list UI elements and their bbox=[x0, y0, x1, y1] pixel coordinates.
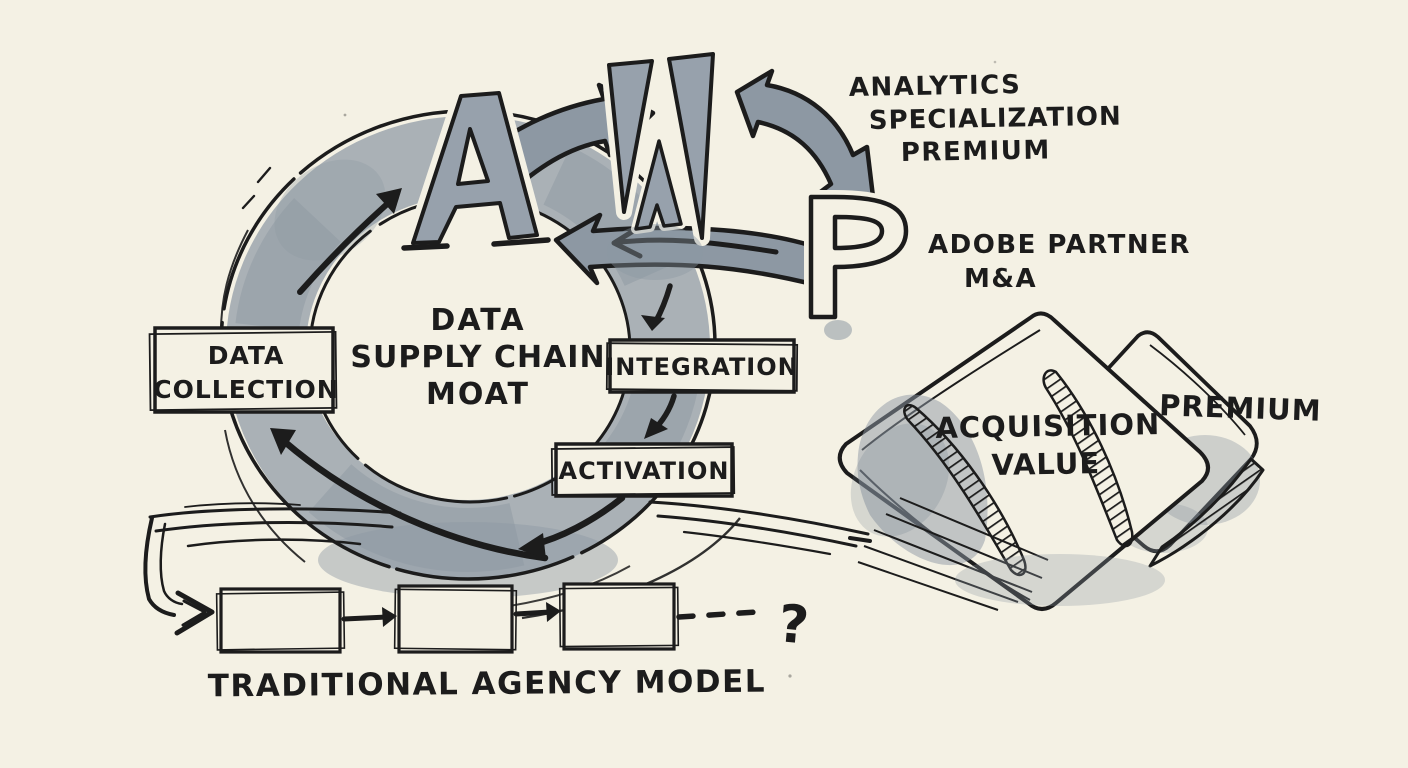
cycle-arrows bbox=[270, 188, 677, 562]
pillow-crease-left bbox=[903, 403, 1027, 577]
speed-lines-right bbox=[648, 500, 872, 556]
hook-arrow bbox=[143, 516, 215, 636]
activation-box: ACTIVATION bbox=[550, 442, 736, 498]
acquisition-value-pillow bbox=[837, 311, 1210, 611]
acquisition-value-label-line1: ACQUISITION bbox=[935, 407, 1160, 445]
analytics-annotation-line2: SPECIALIZATION bbox=[869, 102, 1122, 136]
analytics-annotation-line3: PREMIUM bbox=[901, 135, 1051, 168]
traditional-agency-model: ? TRADITIONAL AGENCY MODEL bbox=[208, 582, 811, 705]
premium-label: PREMIUM bbox=[1159, 388, 1323, 428]
adobe-partner-line2: M&A bbox=[964, 264, 1037, 294]
letter-p-glyph bbox=[808, 194, 909, 320]
adobe-logo-icon bbox=[607, 52, 715, 240]
process-box-3 bbox=[558, 582, 680, 651]
dashed-continuation bbox=[676, 609, 760, 620]
stage-boxes: DATA COLLECTION INTEGRATION ACTIVATION bbox=[148, 326, 799, 498]
center-label-line1: DATA bbox=[430, 303, 525, 338]
arrow-into-activation bbox=[644, 418, 668, 439]
process-arrow-1 bbox=[341, 614, 389, 622]
letter-a-glyph bbox=[411, 91, 539, 245]
value-pillows: ACQUISITION VALUE PREMIUM bbox=[837, 311, 1323, 611]
premium-pillow-edge bbox=[1148, 457, 1265, 568]
acquisition-value-label-line2: VALUE bbox=[991, 446, 1100, 482]
data-collection-label-line2: COLLECTION bbox=[153, 375, 338, 404]
arrow-into-integration bbox=[641, 315, 665, 331]
arrow-to-data-collection bbox=[270, 428, 296, 455]
traditional-agency-caption: TRADITIONAL AGENCY MODEL bbox=[208, 664, 766, 705]
adobe-partner-annotation: ADOBE PARTNER M&A bbox=[928, 230, 1191, 294]
paper-specks bbox=[343, 60, 997, 678]
process-box-1 bbox=[215, 587, 346, 654]
adobe-partner-line1: ADOBE PARTNER bbox=[928, 230, 1191, 260]
question-mark: ? bbox=[776, 594, 811, 656]
integration-box: INTEGRATION bbox=[605, 338, 799, 394]
arrow-to-analytics bbox=[376, 188, 402, 214]
analytics-annotation: ANALYTICS SPECIALIZATION PREMIUM bbox=[849, 70, 1122, 168]
process-box-2 bbox=[393, 584, 518, 654]
flywheel-nodes: A P bbox=[401, 46, 913, 340]
pillow-crease-right bbox=[1042, 369, 1134, 548]
data-collection-label-line1: DATA bbox=[208, 341, 285, 370]
integration-label: INTEGRATION bbox=[605, 353, 798, 381]
analytics-annotation-line1: ANALYTICS bbox=[849, 70, 1022, 103]
center-label-line2: SUPPLY CHAIN bbox=[350, 340, 605, 375]
process-arrow-2 bbox=[513, 609, 553, 617]
data-collection-box: DATA COLLECTION bbox=[148, 326, 338, 414]
arrow-adobe-partner-double bbox=[734, 68, 877, 208]
center-label: DATA SUPPLY CHAIN MOAT bbox=[350, 303, 605, 412]
speed-lines-left bbox=[148, 502, 402, 548]
activation-label: ACTIVATION bbox=[559, 457, 730, 485]
center-label-line3: MOAT bbox=[426, 377, 530, 412]
arrow-bottom-left bbox=[518, 533, 546, 559]
